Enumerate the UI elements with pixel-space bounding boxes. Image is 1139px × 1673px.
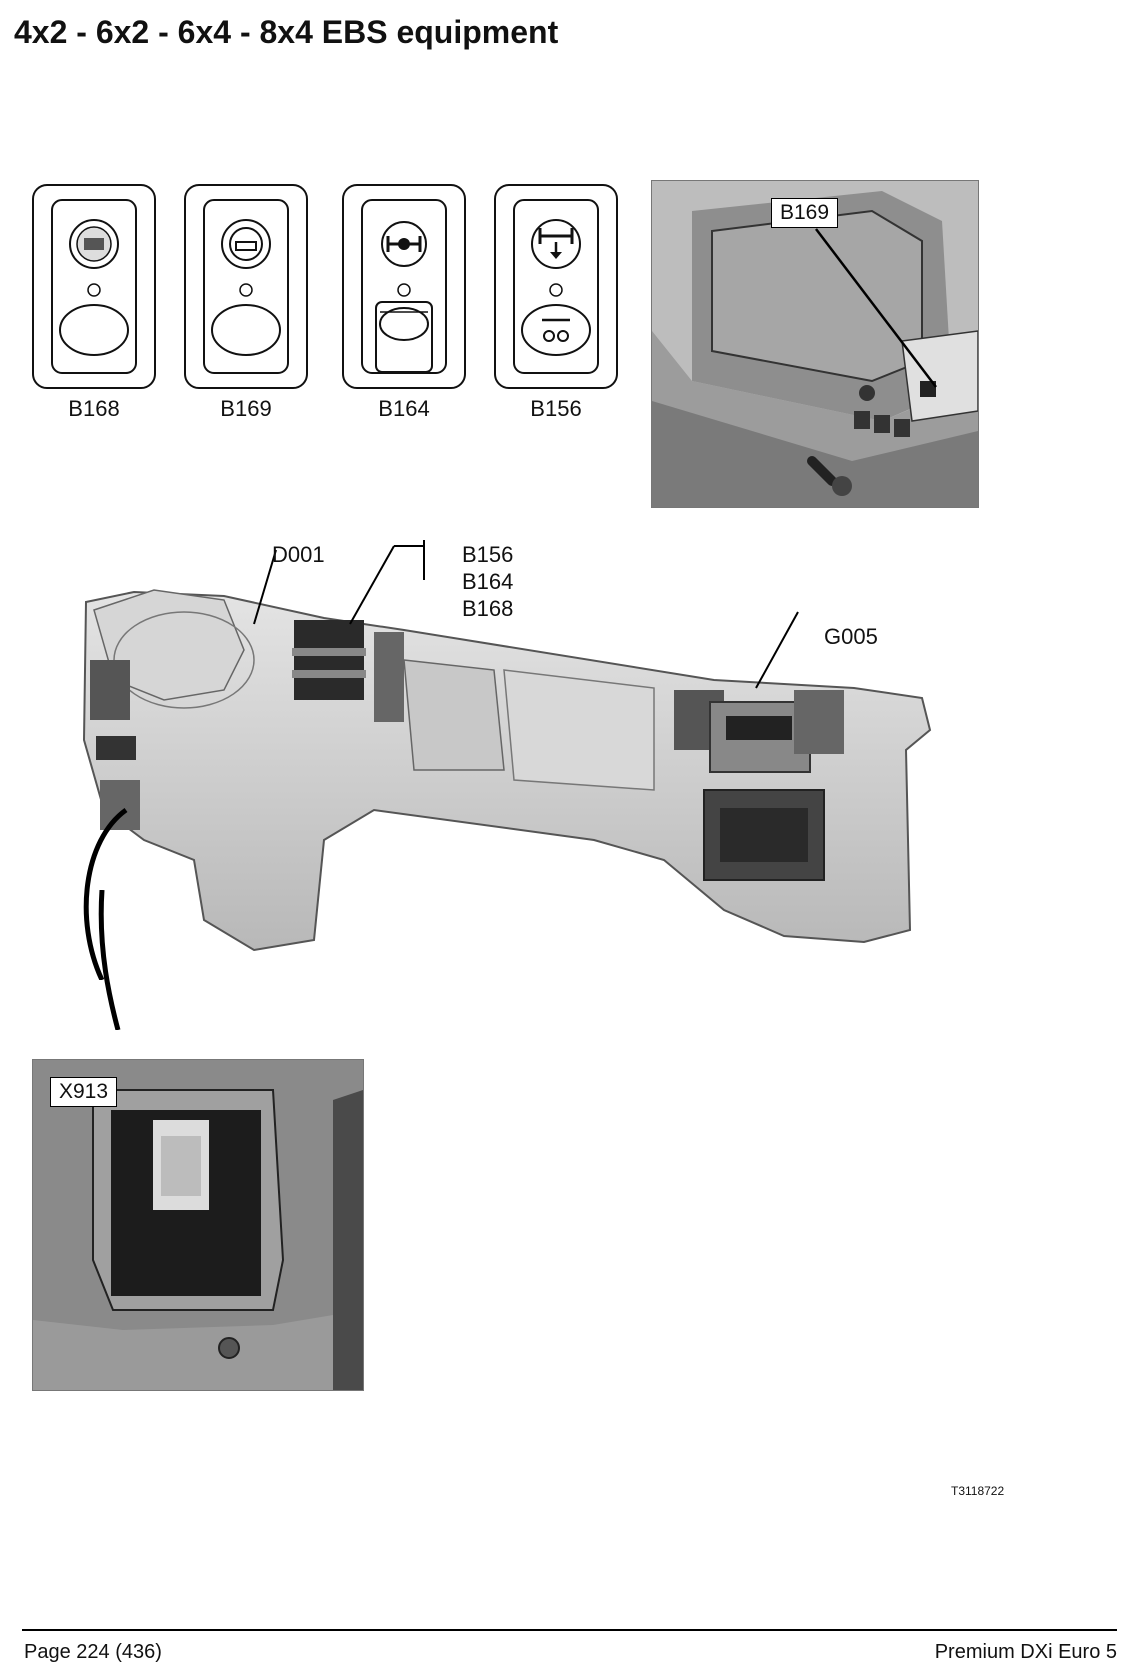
page-number: Page 224 (436) <box>24 1641 162 1663</box>
switch-b156 <box>494 184 618 389</box>
detail-arrow <box>98 890 121 1030</box>
switch-b168 <box>32 184 156 389</box>
page-title: 4x2 - 6x2 - 6x4 - 8x4 EBS equipment <box>14 14 559 50</box>
connector-detail-photo: X913 <box>32 1059 364 1391</box>
callout-b156: B156 <box>462 542 514 567</box>
switch-b164 <box>342 184 466 389</box>
console-detail-photo: B169 <box>651 180 979 508</box>
callout-b169: B169 <box>771 198 839 228</box>
switch-label-b169: B169 <box>220 396 272 421</box>
switch-label-b156: B156 <box>530 396 582 421</box>
document-name: Premium DXi Euro 5 <box>934 1641 1117 1663</box>
switch-label-b164: B164 <box>378 396 430 421</box>
callout-b164: B164 <box>462 569 514 594</box>
footer-divider <box>22 1629 1117 1631</box>
dashboard-drawing <box>82 540 932 980</box>
callout-x913: X913 <box>50 1077 118 1107</box>
drawing-code: T3118722 <box>951 1484 1005 1498</box>
switch-b169 <box>184 184 308 389</box>
switch-drawings <box>32 184 618 389</box>
callout-g005: G005 <box>824 624 878 649</box>
callout-b168: B168 <box>462 596 514 621</box>
callout-d001: D001 <box>272 542 325 567</box>
switch-label-b168: B168 <box>68 396 120 421</box>
